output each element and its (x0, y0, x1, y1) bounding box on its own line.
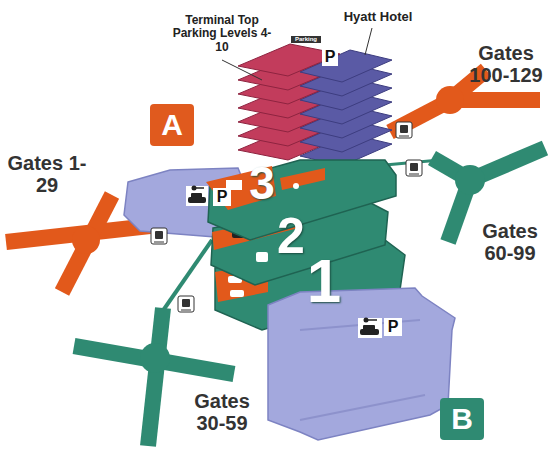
concourse-arm (62, 195, 112, 292)
structure-label: Hyatt Hotel (328, 10, 428, 25)
level-number: 3 (242, 158, 282, 210)
train-icon-rail (154, 242, 164, 243)
train-icon (151, 228, 167, 244)
train-icon-rail (181, 310, 191, 311)
car-icon (230, 290, 244, 297)
parking-floor (238, 44, 340, 76)
key-shaft (368, 319, 377, 321)
train-icon-car (155, 231, 163, 239)
person-icon (293, 183, 299, 189)
structure-label: Terminal Top Parking Levels 4-10 (170, 14, 274, 54)
gate-range-label: Gates 60-99 (466, 220, 554, 265)
level-number: 2 (270, 208, 312, 264)
train-icon-car (410, 163, 418, 171)
area-letter: A (161, 108, 183, 142)
parking-tower (238, 44, 392, 166)
garage-lane (300, 395, 425, 420)
level-number: 1 (300, 246, 348, 315)
train-icons (151, 122, 422, 312)
concourse-arm (148, 308, 163, 446)
train-icon (178, 296, 194, 312)
area-letter-box: B (440, 398, 484, 440)
gate-range-label: Gates 100-129 (460, 42, 552, 87)
key-head (192, 186, 197, 191)
car-key-icon (186, 186, 208, 207)
concourse-hub (436, 86, 464, 114)
train-icon-rail (409, 174, 419, 175)
baggage-icon (256, 252, 268, 262)
train-icon-frame (151, 228, 167, 244)
train-icon-frame (178, 296, 194, 312)
concourse-hub (72, 226, 100, 254)
train-icon-rail (399, 136, 409, 137)
icon-background (186, 186, 208, 206)
train-icon-frame (396, 122, 412, 138)
parking-symbol: P (213, 188, 231, 206)
train-icon-car (400, 125, 408, 133)
parking-symbol: P (322, 48, 338, 66)
key-shaft (196, 187, 204, 189)
car-roof (191, 193, 202, 198)
area-letter-box: A (150, 104, 194, 146)
area-letter: B (451, 402, 473, 436)
concourse-hub (455, 165, 485, 195)
leader-line (222, 60, 262, 80)
train-line (162, 240, 212, 312)
gate-range-label: Gates 1-29 (6, 152, 88, 197)
car-roof (363, 325, 375, 330)
level-curbside (280, 168, 325, 190)
key-head (364, 318, 369, 323)
concourse-hub (140, 343, 170, 373)
car-key-icon (358, 318, 382, 339)
leader-line (365, 28, 372, 55)
parking-sign: Parking (291, 36, 321, 43)
gate-range-label: Gates 30-59 (178, 390, 266, 435)
garage-b (268, 288, 455, 440)
train-icon (396, 122, 412, 138)
train-icon-frame (406, 160, 422, 176)
train-icon (406, 160, 422, 176)
train-icon-car (182, 299, 190, 307)
parking-symbol: P (384, 318, 402, 336)
icon-background (358, 318, 382, 338)
